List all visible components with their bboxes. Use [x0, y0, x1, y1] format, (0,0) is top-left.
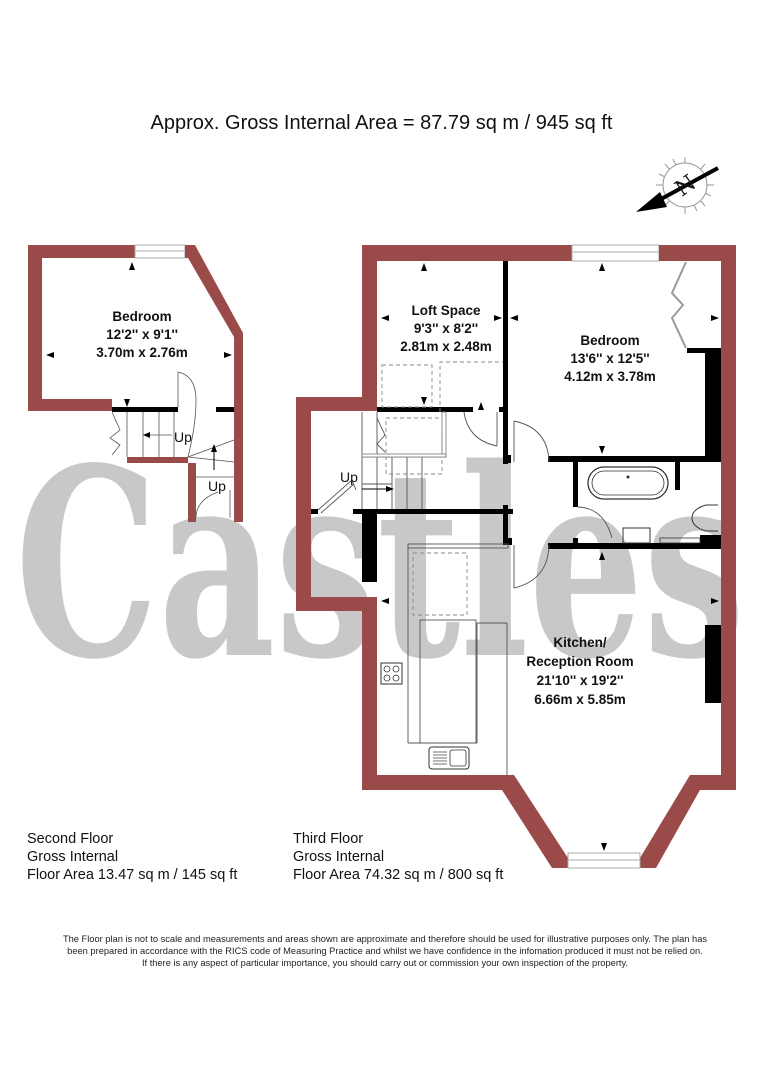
room-imperial-dimensions: 12'2'' x 9'1''	[106, 327, 178, 342]
floor-area-value: Floor Area 74.32 sq m / 800 sq ft	[293, 867, 504, 883]
third-floor-bedroom-label: Bedroom 13'6'' x 12'5'' 4.12m x 3.78m	[530, 332, 690, 386]
stair-up-label: Up	[340, 469, 358, 485]
room-metric-dimensions: 2.81m x 2.48m	[400, 339, 492, 354]
room-imperial-dimensions: 21'10'' x 19'2''	[536, 673, 624, 688]
floor-name: Second Floor	[27, 831, 114, 847]
loft-space-label: Loft Space 9'3'' x 8'2'' 2.81m x 2.48m	[376, 302, 516, 356]
floor-area-value: Floor Area 13.47 sq m / 145 sq ft	[27, 867, 238, 883]
room-name: Bedroom	[112, 309, 172, 324]
disclaimer-line: If there is any aspect of particular imp…	[141, 958, 629, 968]
disclaimer-text: The Floor plan is not to scale and measu…	[40, 933, 730, 969]
floor-gross-label: Gross Internal	[293, 849, 385, 865]
room-name-line1: Kitchen/	[553, 635, 607, 650]
stair-up-label: Up	[174, 429, 192, 445]
room-imperial-dimensions: 13'6'' x 12'5''	[570, 351, 650, 366]
disclaimer-line: The Floor plan is not to scale and measu…	[62, 934, 708, 944]
floor-gross-label: Gross Internal	[27, 849, 119, 865]
stair-up-label: Up	[208, 478, 226, 494]
north-compass-icon: N	[636, 157, 719, 214]
kitchen-reception-label: Kitchen/ Reception Room 21'10'' x 19'2''…	[500, 633, 660, 709]
floor-name: Third Floor	[293, 831, 364, 847]
second-floor-area-info: Second Floor Gross Internal Floor Area 1…	[27, 830, 237, 884]
disclaimer-line: been prepared in accordance with the RIC…	[67, 946, 703, 956]
room-metric-dimensions: 6.66m x 5.85m	[534, 692, 626, 707]
gross-internal-area-title: Approx. Gross Internal Area = 87.79 sq m…	[150, 112, 613, 134]
room-imperial-dimensions: 9'3'' x 8'2''	[413, 321, 479, 336]
second-floor-bedroom-label: Bedroom 12'2'' x 9'1'' 3.70m x 2.76m	[62, 308, 222, 362]
room-name: Loft Space	[411, 303, 481, 318]
third-floor-area-info: Third Floor Gross Internal Floor Area 74…	[293, 830, 503, 884]
room-metric-dimensions: 3.70m x 2.76m	[96, 345, 188, 360]
room-metric-dimensions: 4.12m x 3.78m	[564, 369, 656, 384]
room-name-line2: Reception Room	[526, 654, 634, 669]
second-floor-plan	[28, 244, 243, 522]
third-floor-plan	[296, 244, 736, 869]
room-name: Bedroom	[580, 333, 640, 348]
